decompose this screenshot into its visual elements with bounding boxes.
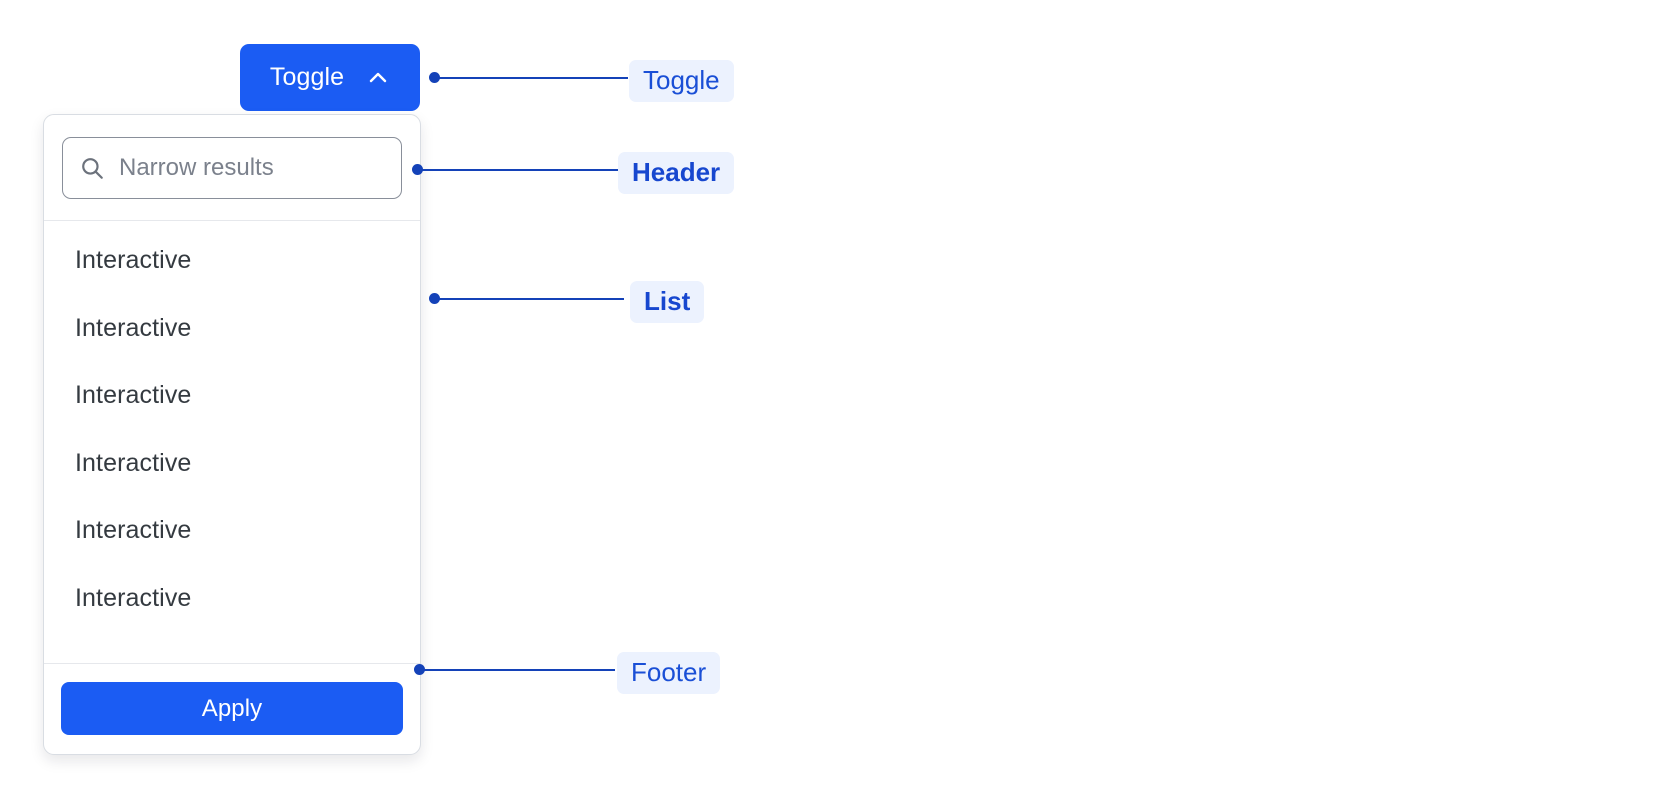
- dropdown-footer: Apply: [44, 663, 420, 754]
- dropdown-list: Interactive Interactive Interactive Inte…: [44, 221, 420, 663]
- annotation-label-footer: Footer: [617, 652, 721, 694]
- list-item[interactable]: Interactive: [44, 497, 420, 565]
- search-box[interactable]: [62, 137, 429, 199]
- search-input[interactable]: [119, 154, 429, 182]
- list-item-label: Interactive: [75, 516, 192, 545]
- annotation-line: [438, 298, 624, 300]
- toggle-button[interactable]: Toggle: [240, 44, 420, 111]
- annotation-dot: [429, 72, 440, 83]
- list-item[interactable]: Interactive: [44, 362, 420, 430]
- search-icon: [79, 155, 105, 181]
- annotation-label-toggle: Toggle: [629, 60, 734, 102]
- annotation-line: [438, 77, 628, 79]
- dropdown-panel: Interactive Interactive Interactive Inte…: [43, 114, 429, 755]
- annotation-label-list: List: [630, 281, 705, 323]
- list-item[interactable]: Interactive: [44, 295, 420, 363]
- list-item[interactable]: Interactive: [44, 430, 420, 498]
- list-item[interactable]: Interactive: [44, 227, 420, 295]
- list-item-label: Interactive: [75, 583, 192, 612]
- list-item-label: Interactive: [75, 381, 192, 410]
- annotation-dot: [412, 164, 423, 175]
- apply-button[interactable]: Apply: [61, 682, 403, 735]
- list-item-label: Interactive: [75, 448, 192, 477]
- chevron-up-icon: [366, 66, 390, 90]
- annotation-dot: [414, 664, 425, 675]
- annotation-label-header: Header: [618, 152, 735, 194]
- list-item-label: Interactive: [75, 246, 192, 275]
- dropdown-header: [44, 115, 429, 221]
- list-item-label: Interactive: [75, 313, 192, 342]
- annotation-dot: [429, 293, 440, 304]
- annotation-line: [423, 669, 615, 671]
- annotation-line: [421, 169, 618, 171]
- toggle-button-label: Toggle: [269, 63, 345, 91]
- list-item[interactable]: Interactive: [44, 565, 420, 633]
